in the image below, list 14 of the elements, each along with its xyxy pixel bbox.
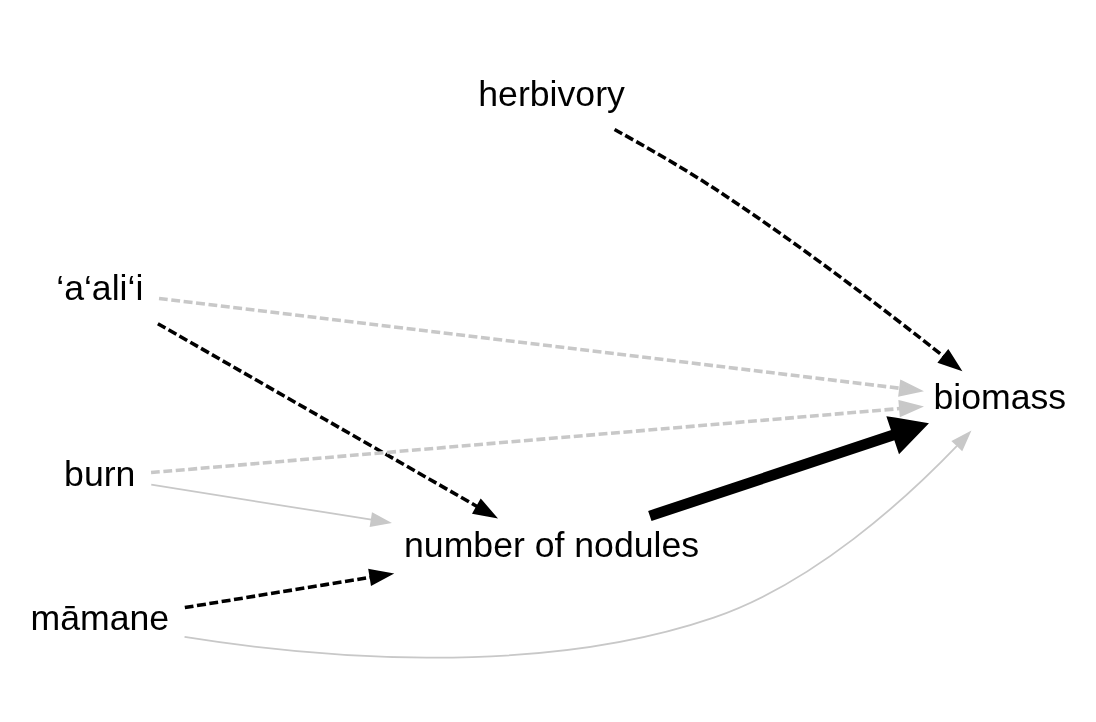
node-text: burn: [64, 453, 136, 494]
node-text: number of nodules: [404, 524, 700, 565]
arrow: [150, 399, 924, 474]
arrow: [648, 415, 929, 521]
arrow: [150, 483, 392, 527]
arrow: [183, 430, 972, 659]
arrow: [184, 568, 395, 609]
arrow: [158, 296, 924, 397]
node-text: māmane: [30, 597, 170, 638]
node-text: biomass: [933, 376, 1067, 417]
arrow: [157, 321, 498, 518]
node-text: ‘a‘ali‘i: [56, 267, 144, 308]
arrow: [613, 127, 963, 371]
node-text: herbivory: [478, 73, 625, 114]
